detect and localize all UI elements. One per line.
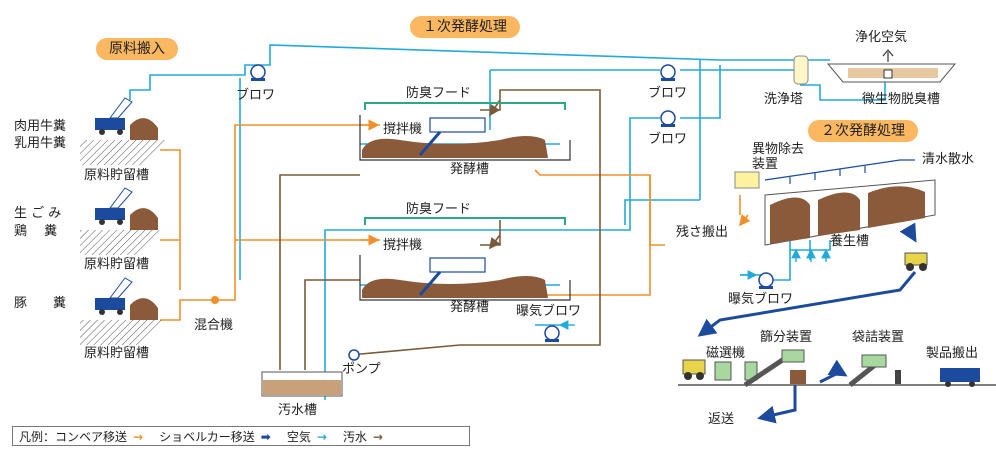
- legend-arrow-air: →: [316, 430, 327, 444]
- blower-mid1-label: ブロワ: [648, 86, 688, 101]
- aeration-blower2-icon: [758, 272, 774, 289]
- legend-arrow-wastewater: →: [372, 430, 383, 444]
- blower-mid1-icon: [660, 64, 676, 81]
- legend-item-wastewater: 汚水: [342, 430, 367, 444]
- conveyor-arrows: [360, 119, 751, 246]
- blower-mid2-label: ブロワ: [648, 132, 688, 147]
- blower-left-icon: [250, 64, 266, 81]
- source-3-tank: 原料貯留槽: [84, 346, 150, 361]
- blower-left-label: ブロワ: [236, 88, 276, 103]
- shovel-route-1: [697, 271, 917, 337]
- legend-prefix: 凡例：: [19, 430, 56, 444]
- agitator-2-icon: [429, 257, 486, 273]
- legend: 凡例：コンベア移送 → ショベルカー移送 ➡ 空気 → 汚水 →: [12, 426, 470, 446]
- purified-air-label: 浄化空気: [855, 30, 908, 45]
- mixer-junction: [211, 296, 219, 304]
- hood-1-label: 防臭フード: [406, 86, 472, 101]
- agitator-2-rotor: [418, 271, 442, 296]
- pump-icon: [348, 349, 360, 361]
- scrubber-tower-icon: [793, 55, 809, 85]
- shovel-arrow-curing: [899, 222, 917, 243]
- title-raw-material-intake: 原料搬入: [96, 38, 178, 60]
- agitator-1-label: 撹拌機: [383, 122, 423, 137]
- agitator-2-label: 撹拌機: [383, 238, 423, 253]
- foreign-removal-label: 異物除去 装置: [752, 142, 805, 172]
- legend-arrow-shovel: ➡: [260, 430, 271, 444]
- source-1-equipment: [80, 97, 165, 165]
- source-2-label: 生 ご み 鶏 糞: [14, 206, 62, 239]
- wastewater-arrows: [489, 99, 501, 250]
- agitator-1-rotor: [418, 131, 442, 156]
- source-1-tank: 原料貯留槽: [84, 168, 150, 183]
- legend-item-air: 空気: [286, 430, 311, 444]
- legend-arrow-conveyor: →: [133, 430, 144, 444]
- pump-label: ポンプ: [342, 362, 381, 377]
- fermentation-tank-1: [359, 115, 571, 161]
- purified-air-arrow: [882, 49, 894, 62]
- wastewater-tank-label: 汚水槽: [278, 403, 318, 418]
- hood-2-label: 防臭フード: [406, 202, 472, 217]
- title-primary-fermentation: １次発酵処理: [410, 16, 520, 38]
- wastewater-tank: [261, 371, 343, 397]
- fresh-water-spray-label: 清水散水: [922, 152, 975, 167]
- shovel-route-2: [757, 385, 797, 424]
- ferment-1-label: 発酵槽: [450, 162, 490, 177]
- aeration-blower-label: 曝気ブロワ: [516, 304, 582, 319]
- loader-icon: [904, 252, 928, 271]
- source-2-equipment: [80, 187, 165, 255]
- curing-aeration-arrows: [558, 248, 831, 330]
- legend-item-conveyor: コンベア移送: [55, 430, 128, 444]
- blower-mid2-icon: [660, 110, 676, 127]
- curing-tank: [764, 179, 936, 246]
- bio-deodorizer-tank: [826, 63, 957, 83]
- aeration-blower-icon: [544, 325, 560, 342]
- source-1-label: 肉用牛糞 乳用牛糞: [14, 119, 67, 151]
- product-line: [678, 349, 996, 388]
- sieve-label: 篩分装置: [760, 330, 813, 345]
- return-label: 返送: [708, 412, 735, 427]
- conveyor-lines: [160, 124, 741, 321]
- source-2-tank: 原料貯留槽: [84, 257, 150, 272]
- aeration-blower2-label: 曝気ブロワ: [728, 292, 794, 307]
- magnetic-separator-label: 磁選機: [706, 346, 746, 361]
- fresh-water-line: [764, 159, 915, 184]
- fermentation-tank-2: [359, 255, 571, 301]
- agitator-1-icon: [429, 117, 486, 133]
- bagging-label: 袋詰装置: [852, 330, 905, 345]
- foreign-removal-device: [734, 171, 760, 189]
- ferment-2-label: 発酵槽: [450, 300, 490, 315]
- hood-1: [364, 102, 566, 110]
- legend-item-shovel: ショベルカー移送: [159, 430, 255, 444]
- mixer-label: 混合機: [194, 318, 234, 333]
- source-3-label: 豚 糞: [14, 296, 67, 311]
- title-secondary-fermentation: ２次発酵処理: [808, 120, 918, 142]
- scrubber-label: 洗浄塔: [764, 92, 804, 107]
- residue-out-label: 残さ搬出: [676, 225, 729, 240]
- source-3-equipment: [80, 277, 165, 345]
- product-out-label: 製品搬出: [926, 346, 979, 361]
- bio-deodorizer-label: 微生物脱臭槽: [862, 92, 941, 107]
- hood-2: [364, 217, 566, 225]
- curing-tank-label: 養生槽: [830, 234, 870, 249]
